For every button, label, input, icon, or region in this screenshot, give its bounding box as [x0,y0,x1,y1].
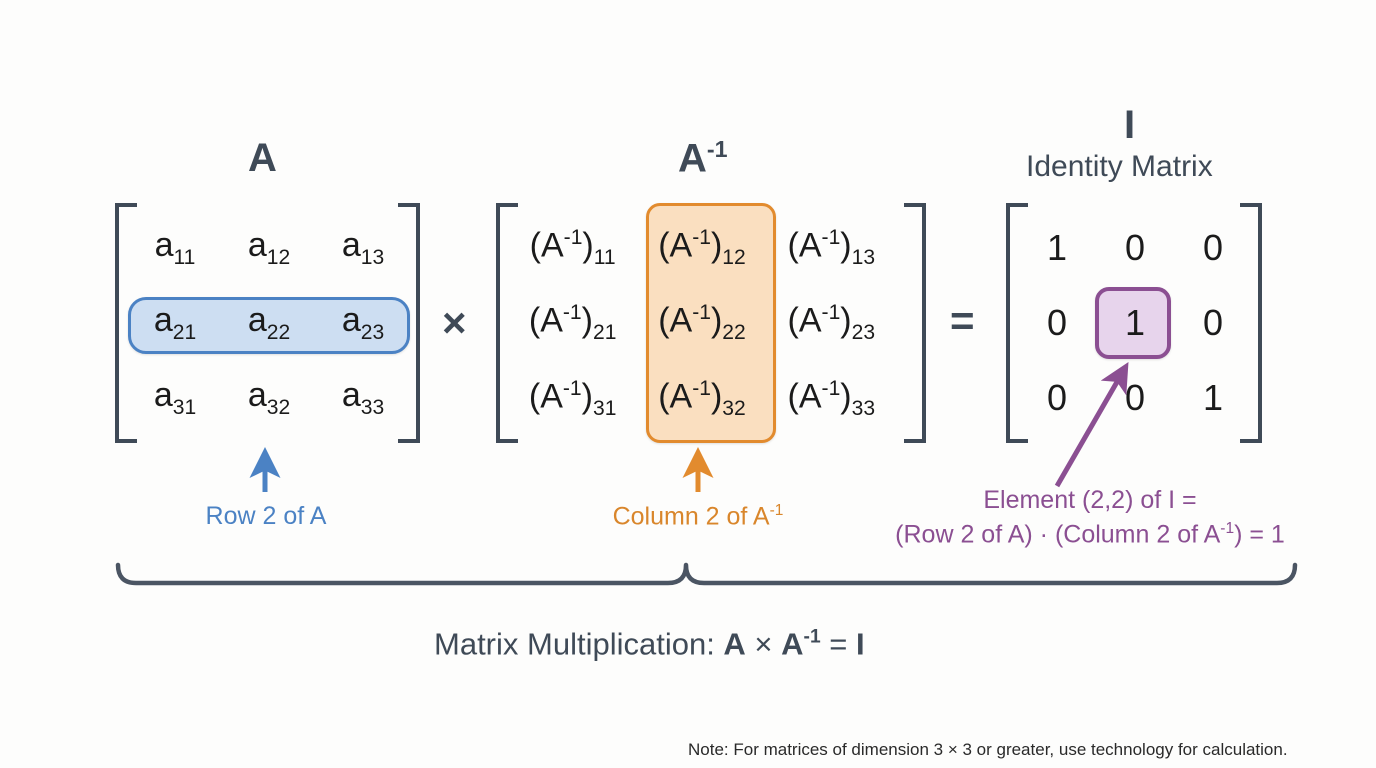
matrix-ainv-grid: (A-1)11 (A-1)12 (A-1)13 (A-1)21 (A-1)22 … [508,210,896,436]
matrix-ainv-right-bracket [904,203,926,443]
subscript: 12 [722,246,746,270]
matrix-ainv-label-exponent: -1 [706,136,728,162]
matrix-a-cell-11: a11 [154,225,196,269]
matrix-ainv-cell-12: (A-1)12 [658,226,746,270]
subscript: 23 [360,320,385,344]
exponent: -1 [562,376,582,400]
subscript: 13 [360,245,385,269]
matrix-ainv-cell-22: (A-1)22 [658,301,746,345]
element-annotation-line-2: (Row 2 of A) · (Column 2 of A-1) = 1 [855,520,1325,550]
matrix-identity-cell-33: 1 [1202,377,1224,419]
exponent: -1 [1220,520,1235,537]
matrix-a-cell-31: a31 [153,376,197,420]
brace-caption-identity: I [855,626,865,662]
brace-caption-a: A [723,626,746,662]
matrix-identity-label: I [1124,103,1136,147]
subscript: 11 [593,246,616,270]
highlight-row-2-of-a[interactable] [128,297,410,354]
subscript: 31 [172,396,197,420]
element-annotation-line-2-a: (Row 2 of A) · (Column 2 of A [895,520,1221,549]
matrix-ainv-left-bracket [496,203,518,443]
matrix-ainv-cell-23: (A-1)23 [787,301,876,345]
matrix-a-grid: a11 a12 a13 a21 a22 a23 a31 a32 a33 [128,210,410,436]
matrix-ainv-label-base: A [678,136,707,181]
highlight-column-2-of-ainv[interactable] [646,203,776,443]
brace-caption-prefix: Matrix Multiplication: [434,626,724,662]
brace-summary-caption: Matrix Multiplication: A × A-1 = I [434,628,865,659]
matrix-a-cell-13: a13 [341,225,385,269]
matrix-identity-cell-13: 0 [1202,226,1224,268]
matrix-a-right-bracket [398,203,420,443]
exponent: -1 [821,226,841,250]
subscript: 22 [266,320,291,344]
subscript: 21 [172,320,197,344]
column-annotation-base: Column 2 of A [612,502,770,531]
brace-caption-times: × [745,626,782,662]
matrix-a-cell-21: a21 [153,301,197,344]
matrix-identity-cell-22: 1 [1124,301,1146,343]
matrix-a-cell-22: a22 [247,301,291,344]
subscript: 13 [851,246,876,270]
matrix-identity-cell-12: 0 [1124,226,1146,268]
subscript: 21 [592,321,617,345]
matrix-ainv-cell-31: (A-1)31 [528,376,617,420]
matrix-a-label: A [248,136,277,180]
exponent: -1 [769,502,784,519]
row-annotation-label: Row 2 of A [205,502,327,530]
brace-caption-equals: = [820,626,856,662]
subscript: 31 [592,396,617,420]
footer-note: Note: For matrices of dimension 3 × 3 or… [688,740,1288,759]
matrix-identity-cell-21: 0 [1046,301,1068,343]
equals-operator: = [950,297,975,344]
exponent: -1 [692,376,711,400]
exponent: -1 [803,627,821,648]
matrix-a-left-bracket [115,203,137,443]
matrix-identity-cell-32: 0 [1124,377,1146,419]
matrix-a-cell-12: a12 [247,225,291,269]
subscript: 23 [851,321,876,345]
exponent: -1 [562,301,582,325]
exponent: -1 [821,376,841,400]
brace-caption-ainv-base: A [781,626,804,662]
matrix-ainv-cell-33: (A-1)33 [787,376,876,420]
matrix-ainv-cell-11: (A-1)11 [529,226,616,270]
subscript: 32 [266,396,291,420]
element-annotation-line-2-b: ) = 1 [1234,520,1285,549]
subscript: 32 [722,396,746,420]
matrix-identity-grid: 1 0 0 0 1 0 0 0 1 [1018,210,1252,436]
matrix-ainv-cell-32: (A-1)32 [658,376,746,420]
subscript: 22 [722,321,746,345]
subscript: 33 [360,396,385,420]
column-annotation-label: Column 2 of A-1 [598,502,798,532]
exponent: -1 [563,226,583,250]
subscript: 12 [266,245,291,269]
identity-matrix-subtitle: Identity Matrix [1026,150,1213,183]
matrix-identity-cell-11: 1 [1046,226,1068,268]
matrix-identity-right-bracket [1240,203,1262,443]
matrix-a-cell-32: a32 [247,376,291,420]
subscript: 11 [173,245,196,269]
matrix-ainv-cell-13: (A-1)13 [787,226,876,270]
subscript: 33 [851,396,876,420]
matrix-identity-cell-31: 0 [1046,377,1068,419]
bottom-curly-brace [115,562,1298,586]
matrix-identity-cell-23: 0 [1202,301,1224,343]
exponent: -1 [692,226,711,250]
element-annotation-line-1: Element (2,2) of I = [983,486,1197,514]
matrix-ainv-label: A-1 [678,136,728,181]
multiplication-operator: × [442,299,467,346]
matrix-identity-left-bracket [1006,203,1028,443]
matrix-ainv-cell-21: (A-1)21 [528,301,617,345]
highlight-element-2-2[interactable] [1095,287,1171,359]
matrix-a-cell-33: a33 [341,376,385,420]
matrix-a-cell-23: a23 [341,301,385,344]
exponent: -1 [821,301,841,325]
exponent: -1 [692,301,711,325]
